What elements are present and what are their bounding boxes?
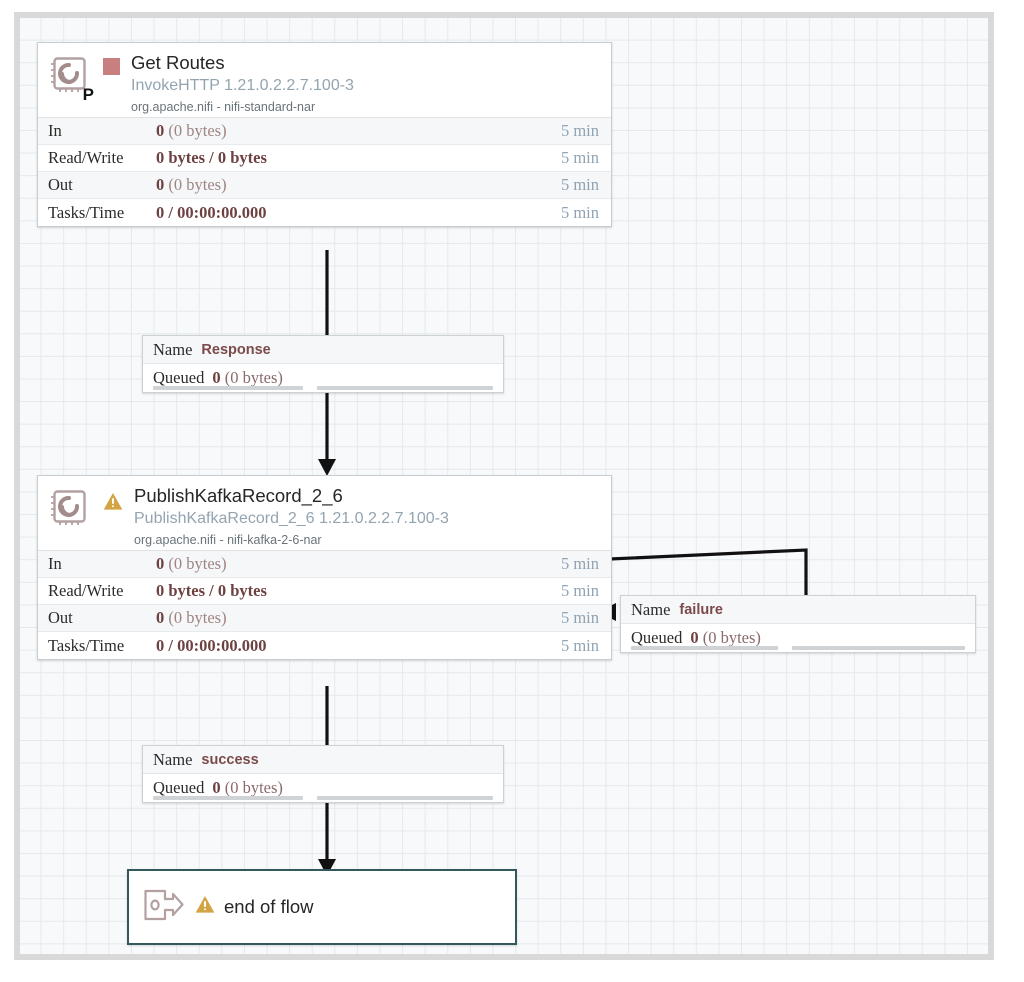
stat-label: Read/Write: [48, 581, 124, 600]
processor-badge-p: P: [82, 85, 94, 104]
stat-label: Tasks/Time: [48, 202, 125, 222]
stat-time: 5 min: [560, 202, 599, 222]
queue-count-bar: [153, 386, 303, 390]
stat-time: 5 min: [560, 608, 599, 627]
stat-value: 0 bytes / 0 bytes: [156, 581, 267, 600]
connection-progress-bars: [153, 386, 493, 390]
connection-name-key: Name: [153, 339, 193, 359]
warning-triangle-icon[interactable]: [103, 491, 123, 511]
queue-size-bar: [316, 386, 493, 390]
stat-row-in: In 0 (0 bytes) 5 min: [38, 118, 611, 145]
output-port-end-of-flow[interactable]: end of flow: [127, 869, 517, 945]
stat-label: Read/Write: [48, 148, 124, 167]
connection-queued-key: Queued: [631, 627, 683, 647]
connection-progress-bars: [153, 796, 493, 800]
processor-icon: P: [48, 54, 94, 103]
stat-row-out: Out 0 (0 bytes) 5 min: [38, 172, 611, 199]
processor-text-block: PublishKafkaRecord_2_6 PublishKafkaRecor…: [134, 485, 603, 548]
processor-text-block: Get Routes InvokeHTTP 1.21.0.2.2.7.100-3…: [131, 52, 603, 115]
output-port-label: end of flow: [224, 896, 314, 917]
stat-value: 0 (0 bytes): [156, 121, 227, 140]
stat-label: In: [48, 554, 62, 573]
output-port-icon: [143, 888, 185, 927]
canvas-frame: P Get Routes InvokeHTTP 1.21.0.2.2.7.100…: [14, 12, 994, 960]
stat-time: 5 min: [560, 148, 599, 167]
connection-progress-bars: [631, 646, 965, 650]
stat-time: 5 min: [560, 121, 599, 140]
connection-name-row: Name success: [143, 746, 503, 774]
connection-name-row: Name failure: [621, 596, 975, 624]
queue-count-bar: [153, 796, 303, 800]
stat-row-read-write: Read/Write 0 bytes / 0 bytes 5 min: [38, 578, 611, 605]
processor-header: P Get Routes InvokeHTTP 1.21.0.2.2.7.100…: [38, 43, 611, 117]
queue-count-bar: [631, 646, 778, 650]
stat-value: 0 bytes / 0 bytes: [156, 148, 267, 167]
stat-row-tasks-time: Tasks/Time 0 / 00:00:00.000 5 min: [38, 199, 611, 226]
processor-name: PublishKafkaRecord_2_6: [134, 485, 343, 506]
processor-bundle: org.apache.nifi - nifi-standard-nar: [131, 99, 316, 114]
connection-label-success[interactable]: Name success Queued 0 (0 bytes): [142, 745, 504, 803]
flow-canvas[interactable]: P Get Routes InvokeHTTP 1.21.0.2.2.7.100…: [20, 18, 988, 954]
connection-name-row: Name Response: [143, 336, 503, 364]
stat-value: 0 (0 bytes): [156, 608, 227, 627]
queue-size-bar: [316, 796, 493, 800]
connection-name-value: success: [201, 751, 259, 768]
processor-get-routes[interactable]: P Get Routes InvokeHTTP 1.21.0.2.2.7.100…: [37, 42, 612, 227]
connection-name-key: Name: [153, 749, 193, 769]
processor-type: InvokeHTTP 1.21.0.2.2.7.100-3: [131, 76, 354, 94]
queue-size-bar: [791, 646, 965, 650]
connection-name-value: failure: [679, 601, 723, 618]
stat-time: 5 min: [560, 554, 599, 573]
stat-value: 0 / 00:00:00.000: [156, 635, 267, 655]
processor-stats: In 0 (0 bytes) 5 min Read/Write 0 bytes …: [38, 550, 611, 659]
stat-value: 0 (0 bytes): [156, 175, 227, 194]
connection-label-failure[interactable]: Name failure Queued 0 (0 bytes): [620, 595, 976, 653]
connection-queued-value: 0 (0 bytes): [690, 627, 761, 647]
stat-time: 5 min: [560, 635, 599, 655]
processor-header: PublishKafkaRecord_2_6 PublishKafkaRecor…: [38, 476, 611, 550]
processor-name: Get Routes: [131, 52, 225, 73]
warning-triangle-icon[interactable]: [195, 895, 215, 919]
stat-time: 5 min: [560, 581, 599, 600]
stat-label: Tasks/Time: [48, 635, 125, 655]
connection-queued-key: Queued: [153, 367, 205, 387]
stat-label: In: [48, 121, 62, 140]
connection-queued-value: 0 (0 bytes): [212, 777, 283, 797]
stat-value: 0 (0 bytes): [156, 554, 227, 573]
connection-queued-value: 0 (0 bytes): [212, 367, 283, 387]
stat-row-in: In 0 (0 bytes) 5 min: [38, 551, 611, 578]
stat-time: 5 min: [560, 175, 599, 194]
stat-row-read-write: Read/Write 0 bytes / 0 bytes 5 min: [38, 145, 611, 172]
connection-name-value: Response: [201, 341, 271, 358]
stat-row-tasks-time: Tasks/Time 0 / 00:00:00.000 5 min: [38, 632, 611, 659]
processor-bundle: org.apache.nifi - nifi-kafka-2-6-nar: [134, 532, 322, 547]
stat-label: Out: [48, 175, 73, 194]
processor-stats: In 0 (0 bytes) 5 min Read/Write 0 bytes …: [38, 117, 611, 226]
connection-queued-key: Queued: [153, 777, 205, 797]
processor-publishkafkarecord[interactable]: PublishKafkaRecord_2_6 PublishKafkaRecor…: [37, 475, 612, 660]
stat-label: Out: [48, 608, 73, 627]
stat-row-out: Out 0 (0 bytes) 5 min: [38, 605, 611, 632]
connection-label-response[interactable]: Name Response Queued 0 (0 bytes): [142, 335, 504, 393]
stat-value: 0 / 00:00:00.000: [156, 202, 267, 222]
processor-type: PublishKafkaRecord_2_6 1.21.0.2.2.7.100-…: [134, 509, 449, 527]
connection-name-key: Name: [631, 599, 671, 619]
processor-icon: [48, 487, 92, 531]
stop-square-icon[interactable]: [103, 58, 120, 75]
